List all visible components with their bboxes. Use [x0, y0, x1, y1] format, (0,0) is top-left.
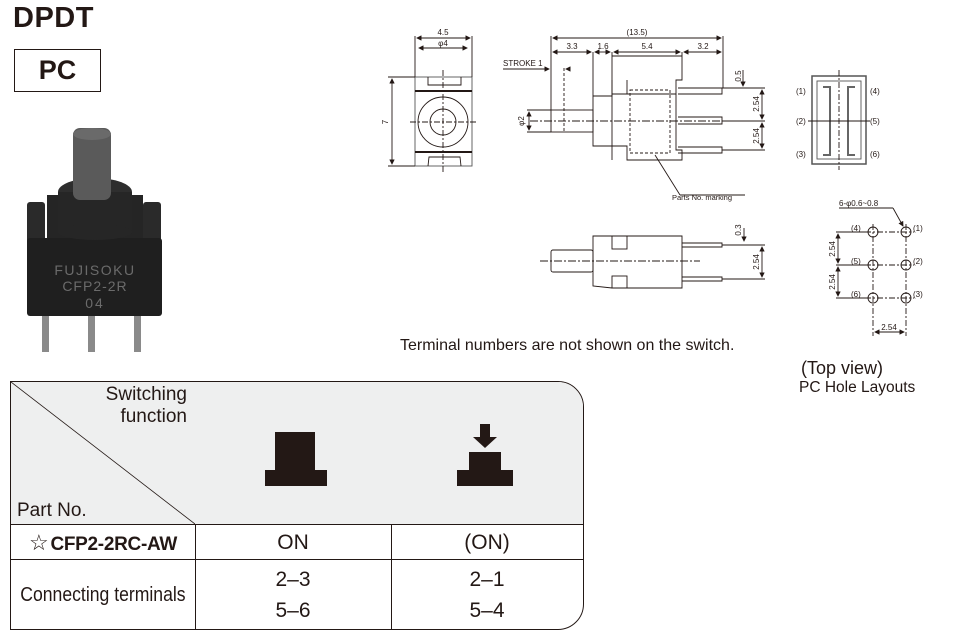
plunger-pressed-icon [457, 424, 513, 486]
hole-label: (4) [851, 224, 861, 233]
top-view-label: (Top view) [801, 358, 884, 378]
position-header-off [195, 382, 392, 524]
actuator [73, 128, 111, 200]
mount-type-badge: PC [14, 49, 101, 92]
product-photo: FUJISOKU CFP2-2R 04 [20, 120, 170, 355]
switching-function-table: Switching function Part No. ☆CFP2-2RC-AW… [10, 381, 584, 630]
connecting-terminals-label: Connecting terminals [20, 583, 186, 606]
hole-layout [835, 207, 914, 336]
terminal-pitch-dim: 2.54 [752, 96, 761, 112]
pin [88, 310, 95, 352]
parts-marking-label: Parts No. marking [672, 193, 732, 202]
front-width-dim: 4.5 [437, 28, 449, 37]
terminal-view [808, 70, 870, 170]
table-row-part: ☆CFP2-2RC-AW ON (ON) [11, 524, 583, 560]
terminal-pair: 2–3 [275, 567, 311, 591]
bottom-pitch-dim: 2.54 [752, 254, 761, 270]
header-corner-cell: Switching function Part No. [11, 382, 196, 524]
terminal-label: (2) [796, 117, 806, 126]
dimension-drawings: 4.5 φ4 7 (13.5) 3.3 1.6 5.4 3.2 STROKE 1… [381, 28, 923, 336]
terminal-pair: 5–4 [469, 598, 505, 622]
plunger-length-dim: 3.3 [566, 42, 578, 51]
terminal-pair: 2–1 [469, 567, 505, 591]
switch-body [27, 238, 162, 316]
connecting-terminals-label-cell: Connecting terminals [11, 560, 196, 629]
terminal-note: Terminal numbers are not shown on the sw… [400, 337, 735, 354]
hole-label: (5) [851, 257, 861, 266]
body-length-dim: 5.4 [641, 42, 653, 51]
down-arrow-icon [480, 424, 490, 438]
overall-length-dim: (13.5) [627, 28, 648, 37]
terminals-cell: 2–1 5–4 [391, 560, 583, 629]
state-cell: (ON) [464, 530, 510, 554]
hole-label: (1) [913, 224, 923, 233]
front-view [388, 35, 476, 173]
part-no-header: Part No. [17, 500, 87, 521]
diagonal-divider [11, 382, 195, 524]
side-view [503, 35, 765, 196]
hole-label: (3) [913, 290, 923, 299]
photo-brand: FUJISOKU [54, 262, 135, 278]
terminal-pair: 5–6 [275, 598, 311, 622]
terminals-cell: 2–3 5–6 [195, 560, 392, 629]
plunger-diameter-dim: φ2 [517, 116, 526, 126]
mount-type-label: PC [38, 55, 77, 85]
star-icon: ☆ [29, 529, 49, 555]
front-actuator-dim: φ4 [438, 39, 448, 48]
bottom-terminal-thickness-dim: 0.3 [734, 224, 743, 236]
switching-header-line: function [120, 406, 187, 427]
hole-label: (2) [913, 257, 923, 266]
terminal-thickness-dim: 0.5 [734, 70, 743, 82]
photo-model: CFP2-2R [62, 278, 127, 294]
position-header-on [391, 382, 583, 524]
photo-lot: 04 [85, 295, 105, 311]
hole-vpitch-dim: 2.54 [828, 274, 837, 290]
front-height-dim: 7 [381, 119, 390, 124]
switching-header-line: Switching [105, 384, 187, 405]
terminal-pitch-dim: 2.54 [752, 128, 761, 144]
hole-vpitch-dim: 2.54 [828, 241, 837, 257]
part-number: CFP2-2RC-AW [50, 533, 177, 555]
hole-hpitch-dim: 2.54 [881, 323, 897, 332]
switching-function-header: Switching function [106, 384, 187, 428]
terminal-label: (4) [870, 87, 880, 96]
pin [42, 310, 49, 352]
hole-layout-caption: PC Hole Layouts [799, 379, 916, 396]
table-row-terminals: Connecting terminals 2–3 5–6 2–1 5–4 [11, 559, 583, 629]
terminal-label: (6) [870, 150, 880, 159]
bottom-view [540, 228, 765, 289]
stroke-label: STROKE 1 [503, 59, 543, 68]
collar-length-dim: 1.6 [597, 42, 609, 51]
terminal-label: (3) [796, 150, 806, 159]
page-title: DPDT [13, 2, 94, 34]
pin [134, 310, 141, 352]
terminal-label: (5) [870, 117, 880, 126]
plunger-released-icon [265, 432, 327, 486]
part-number-cell: ☆CFP2-2RC-AW [11, 525, 196, 560]
state-cell: ON [195, 525, 392, 560]
hole-label: (6) [851, 290, 861, 299]
terminal-label: (1) [796, 87, 806, 96]
hole-spec-label: 6-φ0.6~0.8 [839, 199, 879, 208]
terminal-length-dim: 3.2 [697, 42, 709, 51]
